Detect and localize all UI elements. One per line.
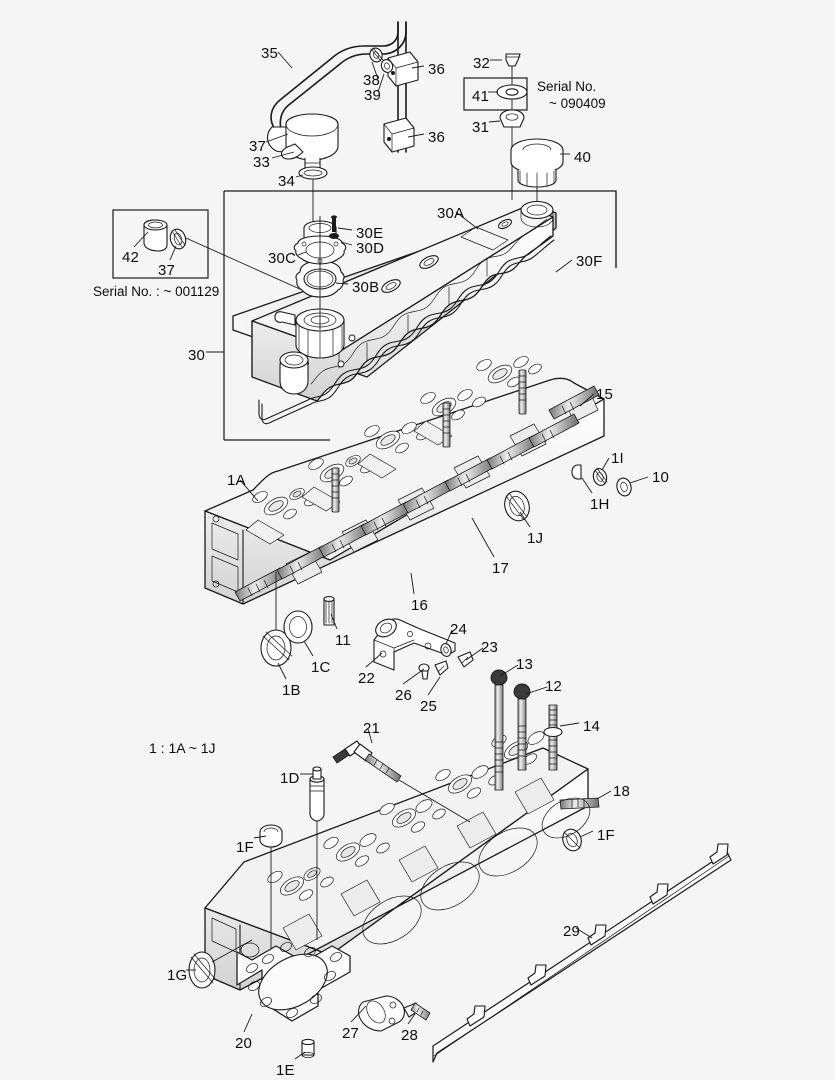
sleeve-1D <box>309 766 325 940</box>
leader-lines <box>133 51 649 1060</box>
callout-label-13: 13 <box>516 656 534 673</box>
callout-label-30b: 30B <box>352 279 380 296</box>
head-gasket-20 <box>236 797 591 1022</box>
callout-label-1b: 1B <box>282 682 301 699</box>
callout-label-40: 40 <box>574 149 592 166</box>
callout-label-38: 38 <box>363 72 381 89</box>
callout-label-42: 42 <box>122 249 140 266</box>
valve-cover-body <box>251 200 554 402</box>
callout-label-35: 35 <box>261 45 279 62</box>
filler-cap-30C <box>293 220 347 265</box>
callout-label-41: 41 <box>472 88 490 105</box>
callout-label-30d: 30D <box>356 240 385 257</box>
bolt-28 <box>403 1002 431 1021</box>
head-deck-ports <box>245 356 542 545</box>
callout-label-24: 24 <box>450 621 468 638</box>
callout-label-30f: 30F <box>576 253 603 270</box>
callout-label-1h: 1H <box>590 496 610 513</box>
callout-label-37: 37 <box>158 262 176 279</box>
callout-label-11: 11 <box>335 632 351 649</box>
cover-top-holes <box>381 200 554 293</box>
callout-label-29: 29 <box>563 923 581 940</box>
callout-label-17: 17 <box>492 560 510 577</box>
oil-seal-1G <box>188 939 253 989</box>
callout-label-18: 18 <box>613 783 631 800</box>
ring-1F-right <box>562 828 582 852</box>
callout-label-28: 28 <box>401 1027 419 1044</box>
serial-note-right-line2: ~ 090409 <box>549 96 606 111</box>
callout-label-25: 25 <box>420 698 438 715</box>
oil-separator-can <box>280 113 339 230</box>
callout-label-26: 26 <box>395 687 413 704</box>
ring-1F-left <box>259 824 283 840</box>
callout-label-14: 14 <box>583 718 601 735</box>
callout-label-1a: 1A <box>227 472 246 489</box>
callout-label-30e: 30E <box>356 225 384 242</box>
callout-label-12: 12 <box>545 678 563 695</box>
callout-label-1f: 1F <box>597 827 615 844</box>
callout-label-30c: 30C <box>268 250 297 267</box>
plate-27 <box>358 995 405 1032</box>
cylinder-head-upper-1A <box>204 356 632 680</box>
callout-label-39: 39 <box>364 87 382 104</box>
plug-1E <box>301 1038 315 1058</box>
callout-label-27: 27 <box>342 1025 360 1042</box>
callout-label-1j: 1J <box>527 530 544 547</box>
callout-label-1i: 1I <box>611 450 624 467</box>
callout-label-1g: 1G <box>167 967 188 984</box>
orings-1B-1C <box>260 572 313 667</box>
serial-note-left: Serial No. : ~ 001129 <box>93 284 220 299</box>
callout-label-37: 37 <box>249 138 267 155</box>
glow-plug-21 <box>332 740 471 823</box>
small-parts-right <box>504 464 632 522</box>
callout-label-1d: 1D <box>280 770 300 787</box>
valve-cover-30A <box>232 200 557 425</box>
gasket-30B <box>295 260 345 298</box>
callout-label-33: 33 <box>253 154 271 171</box>
breather-hose-assembly <box>266 21 407 153</box>
callout-label-23: 23 <box>481 639 499 656</box>
serial-box-parts <box>143 219 187 252</box>
callout-label-34: 34 <box>278 173 296 190</box>
callout-label-1f: 1F <box>236 839 254 856</box>
oil-filler-cap-40 <box>510 138 564 210</box>
callout-label-1c: 1C <box>311 659 331 676</box>
callout-label-36: 36 <box>428 129 446 146</box>
callout-label-36: 36 <box>428 61 446 78</box>
cylinder-head-lower <box>188 669 732 1063</box>
head-vertical-studs <box>331 369 527 513</box>
side-gasket-29 <box>432 843 732 1063</box>
callout-label-21: 21 <box>363 720 381 737</box>
callout-label-15: 15 <box>596 386 614 403</box>
frame-boxes <box>112 77 617 441</box>
callout-label-32: 32 <box>473 55 491 72</box>
pin-30E-30D <box>329 215 339 239</box>
head-side-studs <box>234 385 600 602</box>
serial-note-right-line1: Serial No. <box>537 79 597 94</box>
callout-label-30a: 30A <box>437 205 465 222</box>
callout-label-31: 31 <box>472 119 490 136</box>
lower-deck-ports <box>267 731 545 901</box>
group-legend: 1 : 1A ~ 1J <box>149 740 216 756</box>
filler-boss <box>274 308 356 368</box>
callout-label-1e: 1E <box>276 1062 295 1079</box>
callout-label-22: 22 <box>358 670 376 687</box>
callout-label-20: 20 <box>235 1035 253 1052</box>
callout-label-16: 16 <box>411 597 429 614</box>
head-side-ports <box>285 391 599 585</box>
cap-stack <box>496 53 528 200</box>
valve-cover-gasket-30F <box>258 235 555 425</box>
callout-label-10: 10 <box>652 469 670 486</box>
dowel-11 <box>323 596 335 626</box>
callout-label-30: 30 <box>188 347 206 364</box>
lower-side-ports <box>282 777 555 951</box>
stud-18 <box>559 797 600 810</box>
